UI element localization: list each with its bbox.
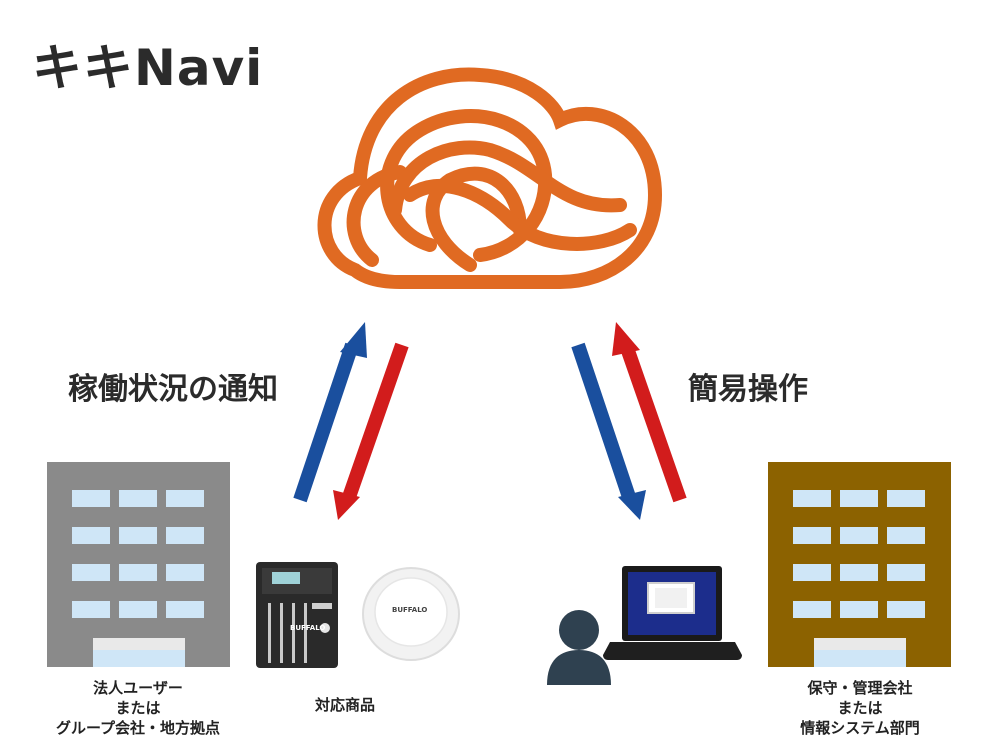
caption-line: または: [115, 699, 161, 717]
laptop-icon: [603, 566, 742, 660]
nas-device-icon: [256, 562, 338, 668]
left-building-caption: 法人ユーザー または グループ会社・地方拠点: [23, 678, 253, 738]
up-arrow-head: [340, 322, 367, 358]
right-flow-label: 簡易操作: [688, 372, 808, 407]
nas-brand-text: BUFFALO: [290, 624, 326, 632]
caption-line: グループ会社・地方拠点: [55, 719, 221, 737]
building-icon: [47, 462, 230, 667]
down-arrow-head: [618, 490, 646, 520]
access-point-icon: [362, 567, 460, 661]
right-building-caption: 保守・管理会社 または 情報システム部門: [760, 678, 960, 738]
products-caption: 対応商品: [314, 696, 375, 714]
caption-line: または: [837, 699, 883, 717]
building-icon-right: [768, 462, 951, 667]
down-arrow-icon: [341, 342, 409, 503]
down-arrow-icon: [571, 342, 637, 503]
left-arrows: [293, 322, 409, 520]
caption-line: 保守・管理会社: [807, 679, 913, 697]
up-arrow-icon: [619, 342, 687, 503]
ap-brand-text: BUFFALO: [392, 606, 428, 614]
right-arrows: [571, 322, 687, 520]
cloud-logo-icon: [317, 67, 663, 289]
up-arrow-icon: [293, 342, 359, 503]
down-arrow-head: [333, 490, 360, 520]
caption-line: 法人ユーザー: [93, 679, 183, 697]
caption-line: 情報システム部門: [800, 719, 920, 737]
up-arrow-head: [612, 322, 640, 356]
person-icon: [547, 610, 611, 685]
left-flow-label: 稼働状況の通知: [68, 372, 278, 407]
app-title: キキNavi: [32, 39, 264, 97]
